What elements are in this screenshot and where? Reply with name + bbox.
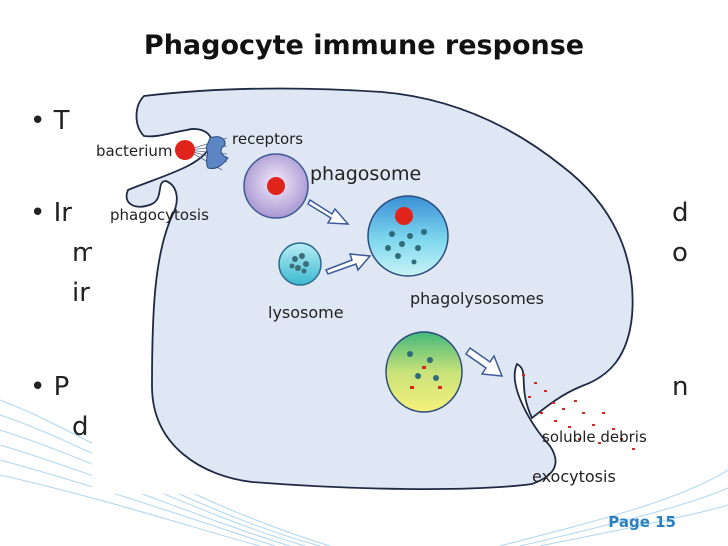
bacterium-dot bbox=[175, 140, 195, 160]
page-number: Page 15 bbox=[608, 513, 676, 531]
label-phagosome: phagosome bbox=[310, 163, 421, 185]
label-receptors: receptors bbox=[232, 130, 303, 148]
label-phagolysosomes: phagolysosomes bbox=[410, 289, 544, 308]
lysosome-vesicle bbox=[278, 242, 322, 286]
phagosome-bacterium bbox=[267, 177, 285, 195]
arrow-to-phagolysosome-2 bbox=[324, 253, 372, 275]
arrow-to-exocytosis bbox=[464, 346, 504, 377]
phagolysosome-bacterium bbox=[395, 207, 413, 225]
slide-title: Phagocyte immune response bbox=[143, 30, 585, 61]
process-arrows bbox=[307, 198, 504, 377]
lysosome-enzymes bbox=[289, 253, 309, 274]
label-bacterium: bacterium bbox=[96, 142, 173, 160]
residual-debris bbox=[407, 351, 442, 389]
bullet-3-right: n bbox=[672, 372, 689, 402]
soluble-debris-particles bbox=[522, 374, 635, 450]
label-lysosome: lysosome bbox=[268, 303, 344, 322]
label-phagocytosis: phagocytosis bbox=[110, 206, 209, 224]
residual-body bbox=[385, 331, 463, 413]
bullet-2-line3-left: ir bbox=[72, 278, 90, 308]
bullet-3-left: • P bbox=[30, 372, 70, 402]
bullet-3-line2-left: d bbox=[72, 412, 89, 442]
diagram-svg: bacterium receptors phagocytosis phagoso… bbox=[96, 87, 647, 490]
phagocytosis-diagram: bacterium receptors phagocytosis phagoso… bbox=[92, 86, 667, 494]
label-exocytosis: exocytosis bbox=[532, 467, 616, 486]
bullet-1-left: • T bbox=[30, 106, 70, 136]
label-soluble-debris: soluble debris bbox=[542, 428, 647, 446]
arrow-to-phagolysosome-1 bbox=[307, 198, 350, 225]
phagolysosome-enzymes bbox=[385, 229, 427, 265]
receptor-folds bbox=[205, 136, 229, 169]
bullet-2-left: • Ir bbox=[30, 198, 72, 228]
bullet-2-right: d bbox=[672, 198, 689, 228]
bullet-2-line2-right: o bbox=[672, 238, 688, 268]
